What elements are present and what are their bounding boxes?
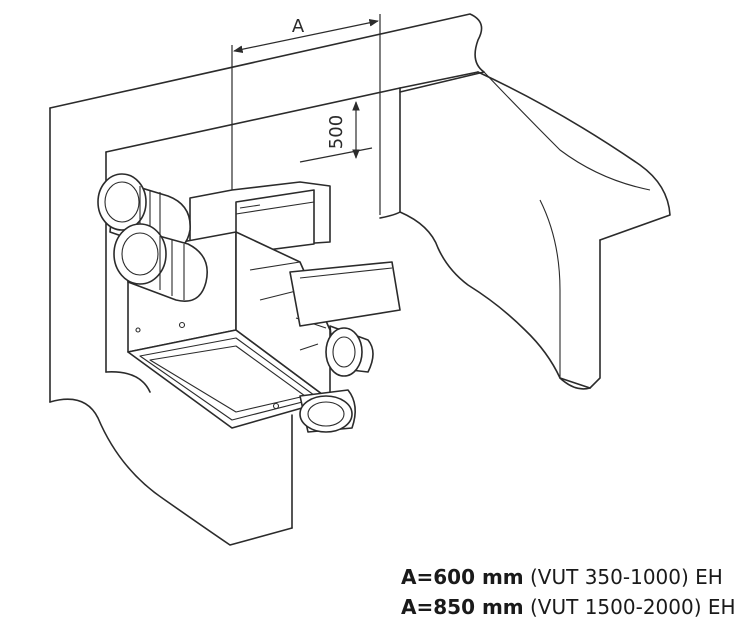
dimension-500: 500: [299, 101, 373, 163]
dimension-spec: A=600 mm (VUT 350-1000) EH A=850 mm (VUT…: [401, 562, 736, 622]
right-beam: [379, 71, 671, 390]
ceiling-beam: [49, 13, 485, 546]
dimension-a: A: [231, 14, 381, 215]
spec-value-2: A=850 mm: [401, 595, 524, 619]
spec-value-1: A=600 mm: [401, 565, 524, 589]
spec-models-1: (VUT 350-1000) EH: [530, 565, 723, 589]
round-duct-lower: [113, 223, 208, 302]
round-duct-bottom: [299, 389, 356, 433]
spec-models-2: (VUT 1500-2000) EH: [530, 595, 736, 619]
spec-line-2: A=850 mm (VUT 1500-2000) EH: [401, 592, 736, 622]
dimension-a-label: A: [292, 16, 305, 37]
round-duct-upper: [97, 173, 191, 252]
round-duct-right: [325, 325, 374, 377]
dimension-500-label: 500: [326, 115, 347, 149]
spec-line-1: A=600 mm (VUT 350-1000) EH: [401, 562, 736, 592]
